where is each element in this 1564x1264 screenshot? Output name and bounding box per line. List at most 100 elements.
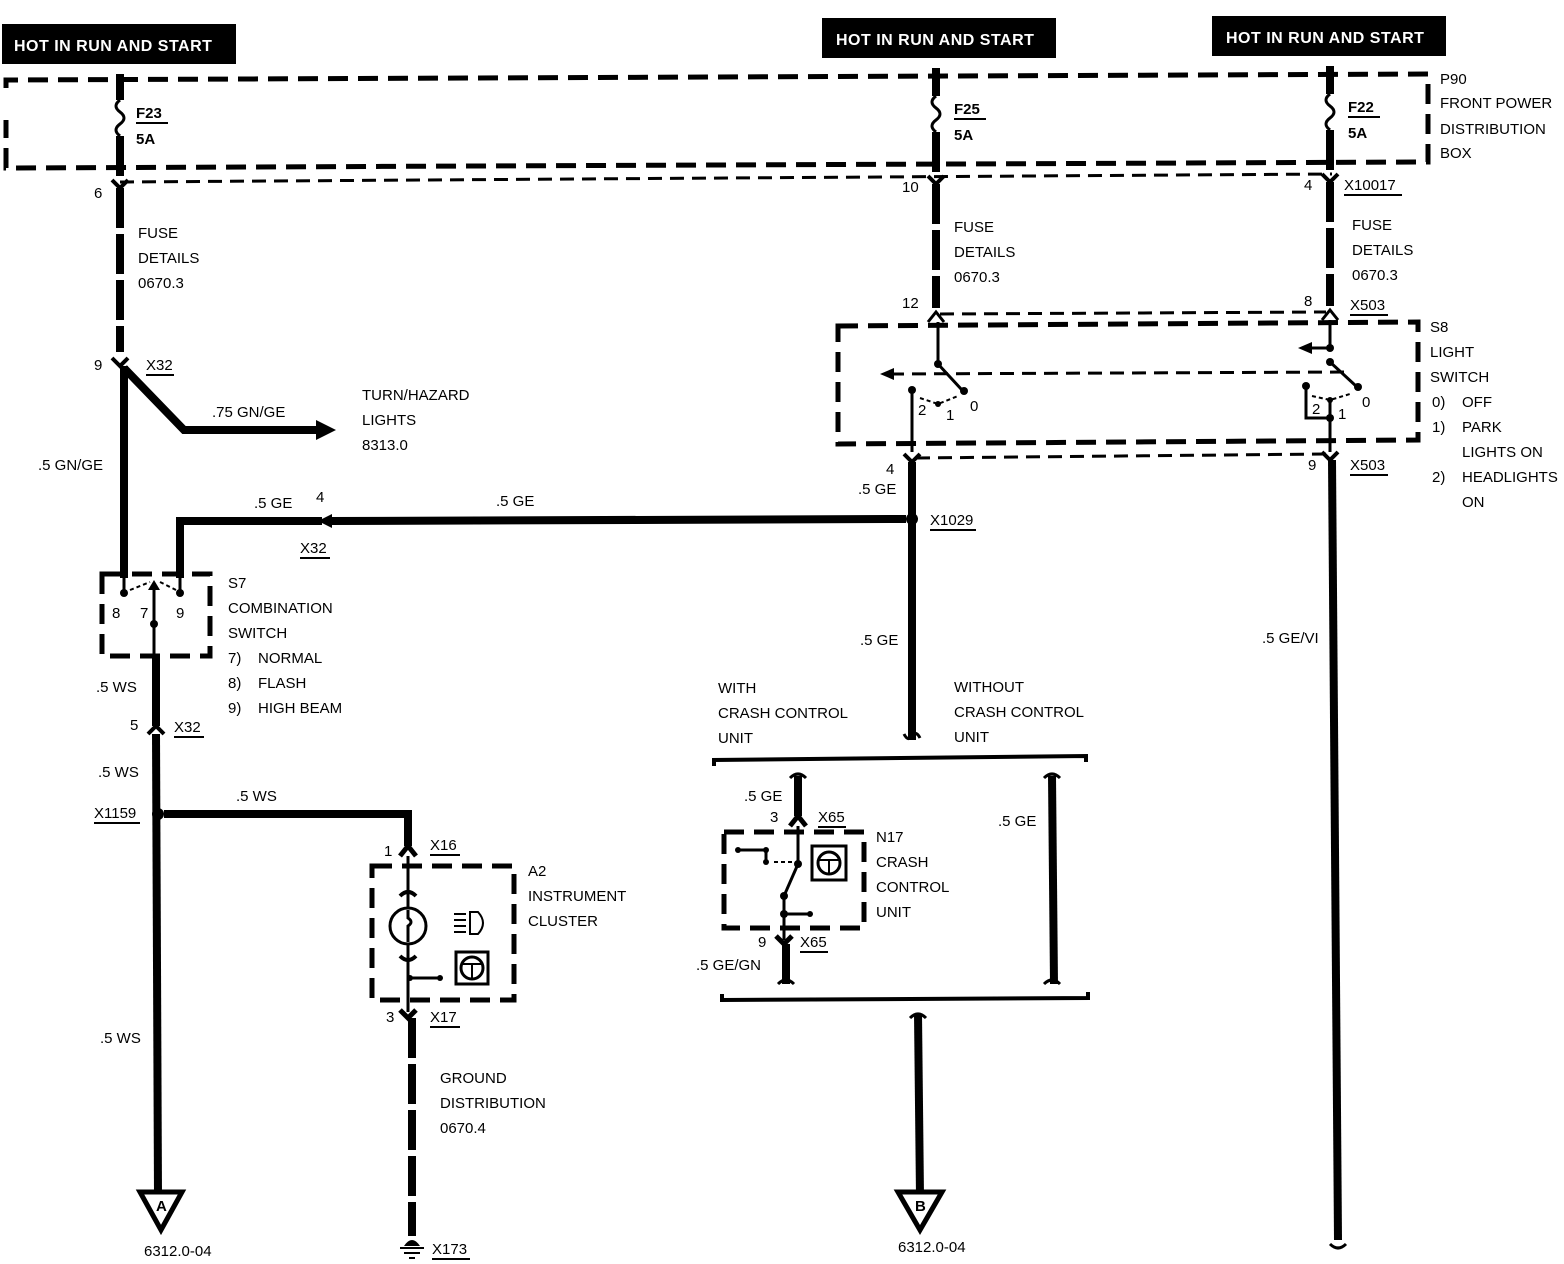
svg-text:5A: 5A	[954, 127, 973, 144]
ground-icon	[400, 1240, 424, 1259]
steering-wheel-icon	[454, 950, 490, 986]
option-brace-top	[712, 753, 1088, 766]
s7-label: S7	[228, 575, 246, 592]
svg-text:0670.3: 0670.3	[954, 269, 1000, 286]
svg-text:0670.3: 0670.3	[138, 275, 184, 292]
svg-text:3: 3	[770, 809, 778, 826]
splice-x1159	[152, 808, 164, 820]
connector-x503-top: X503	[1350, 297, 1385, 314]
svg-text:.5 GE: .5 GE	[860, 632, 898, 649]
svg-text:DISTRIBUTION: DISTRIBUTION	[1440, 121, 1546, 138]
p90-label: P90	[1440, 71, 1467, 88]
svg-text:.5 GE: .5 GE	[496, 493, 534, 510]
svg-text:FLASH: FLASH	[258, 675, 306, 692]
connector-x1029: X1029	[930, 512, 973, 529]
svg-text:F23: F23	[136, 105, 162, 122]
svg-text:A: A	[156, 1198, 167, 1215]
svg-text:.5 GE: .5 GE	[744, 788, 782, 805]
svg-text:HEADLIGHTS: HEADLIGHTS	[1462, 469, 1558, 486]
svg-text:CONTROL: CONTROL	[876, 879, 949, 896]
svg-text:.5 GE/GN: .5 GE/GN	[696, 957, 761, 974]
connector-icon	[110, 356, 130, 369]
svg-text:UNIT: UNIT	[718, 730, 753, 747]
p90-box: P90 FRONT POWER DISTRIBUTION BOX	[3, 71, 1552, 171]
arrow-left-icon	[880, 368, 894, 380]
svg-text:DETAILS: DETAILS	[954, 244, 1015, 261]
connector-x16: X16	[430, 837, 457, 854]
wire-ge-horizontal: .5 GE 4 .5 GE X32	[176, 489, 907, 578]
svg-text:7): 7)	[228, 650, 241, 667]
connector-x32-low: X32	[174, 719, 201, 736]
ground-distribution: GROUND DISTRIBUTION 0670.4 X173	[400, 1018, 546, 1260]
svg-text:B: B	[915, 1198, 926, 1215]
svg-text:3: 3	[386, 1009, 394, 1026]
wire-to-ref-b: B 6312.0-04	[893, 1012, 966, 1256]
svg-text:DISTRIBUTION: DISTRIBUTION	[440, 1095, 546, 1112]
svg-text:WITH: WITH	[718, 680, 756, 697]
svg-text:BOX: BOX	[1440, 145, 1472, 162]
svg-text:8: 8	[112, 605, 120, 622]
n17-crash-control-unit: .5 GE 3 X65 N17 CRASH CONTROL UNIT 9 X65	[696, 772, 949, 986]
svg-text:OFF: OFF	[1462, 394, 1492, 411]
svg-text:.5 GE/VI: .5 GE/VI	[1262, 630, 1319, 647]
svg-text:9: 9	[94, 357, 102, 374]
s7-combination-switch: 8 7 9 S7 COMBINATION SWITCH 7) NORMAL 8)…	[99, 571, 342, 717]
svg-text:0: 0	[1362, 394, 1370, 411]
svg-text:CRASH CONTROL: CRASH CONTROL	[718, 705, 848, 722]
arrow-up-icon	[148, 580, 160, 590]
svg-text:F25: F25	[954, 101, 980, 118]
svg-text:LIGHT: LIGHT	[1430, 344, 1474, 361]
connector-x32-mid: X32	[300, 540, 327, 557]
arrow-left-icon	[1298, 342, 1312, 354]
s8-label: S8	[1430, 319, 1448, 336]
svg-text:1: 1	[1338, 406, 1346, 423]
svg-text:HOT IN RUN AND START: HOT IN RUN AND START	[836, 32, 1034, 49]
svg-text:UNIT: UNIT	[876, 904, 911, 921]
svg-text:INSTRUMENT: INSTRUMENT	[528, 888, 626, 905]
wire-ge-vi-right: .5 GE/VI	[1262, 459, 1348, 1250]
svg-text:HOT IN RUN AND START: HOT IN RUN AND START	[1226, 30, 1424, 47]
fuse-f23: F23 5A 6 FUSE DETAILS 0670.3	[94, 74, 199, 352]
fuse-icon	[930, 94, 942, 134]
svg-text:FRONT POWER: FRONT POWER	[1440, 95, 1552, 112]
connector-icon	[788, 811, 808, 828]
wire-break-icon	[902, 731, 922, 741]
connector-x173: X173	[432, 1241, 467, 1258]
svg-text:DETAILS: DETAILS	[1352, 242, 1413, 259]
svg-text:0): 0)	[1432, 394, 1445, 411]
svg-text:.5 WS: .5 WS	[100, 1030, 141, 1047]
svg-text:9: 9	[1308, 457, 1316, 474]
svg-text:HOT IN RUN AND START: HOT IN RUN AND START	[14, 38, 212, 55]
connector-x10017: X10017	[1344, 177, 1396, 194]
a2-instrument-cluster: 1 X16 A2 INSTRUMENT CLUSTER 3 X17	[369, 837, 626, 1028]
connector-icon	[318, 514, 332, 528]
option-brace-bottom	[720, 992, 1090, 1003]
svg-text:NORMAL: NORMAL	[258, 650, 322, 667]
svg-text:0: 0	[970, 398, 978, 415]
splice-x1029	[906, 513, 918, 525]
connector-icon	[926, 309, 946, 323]
svg-text:6: 6	[94, 185, 102, 202]
svg-text:UNIT: UNIT	[954, 729, 989, 746]
svg-text:6312.0-04: 6312.0-04	[898, 1239, 966, 1256]
headlight-indicator-icon	[454, 911, 484, 935]
svg-text:5A: 5A	[1348, 125, 1367, 142]
svg-text:9): 9)	[228, 700, 241, 717]
fuse-connector-line	[119, 172, 1333, 184]
svg-text:10: 10	[902, 179, 919, 196]
svg-text:.5 WS: .5 WS	[236, 788, 277, 805]
connector-x1159: X1159	[94, 805, 136, 822]
wire-ws-left: .5 WS 5 X32 .5 WS X1159 .5 WS A 6312.0-0…	[94, 656, 212, 1260]
svg-text:PARK: PARK	[1462, 419, 1502, 436]
fuse-icon	[1324, 92, 1336, 132]
svg-text:.5 GN/GE: .5 GN/GE	[38, 457, 103, 474]
connector-x32-top: X32	[146, 357, 173, 374]
svg-text:8313.0: 8313.0	[362, 437, 408, 454]
turn-hazard-label: TURN/HAZARD	[362, 387, 470, 404]
svg-text:FUSE: FUSE	[138, 225, 178, 242]
n17-label: N17	[876, 829, 904, 846]
svg-text:FUSE: FUSE	[1352, 217, 1392, 234]
fuse-f25: F25 5A 10 FUSE DETAILS 0670.3 12	[902, 68, 1015, 323]
arrow-right-icon	[316, 420, 336, 440]
